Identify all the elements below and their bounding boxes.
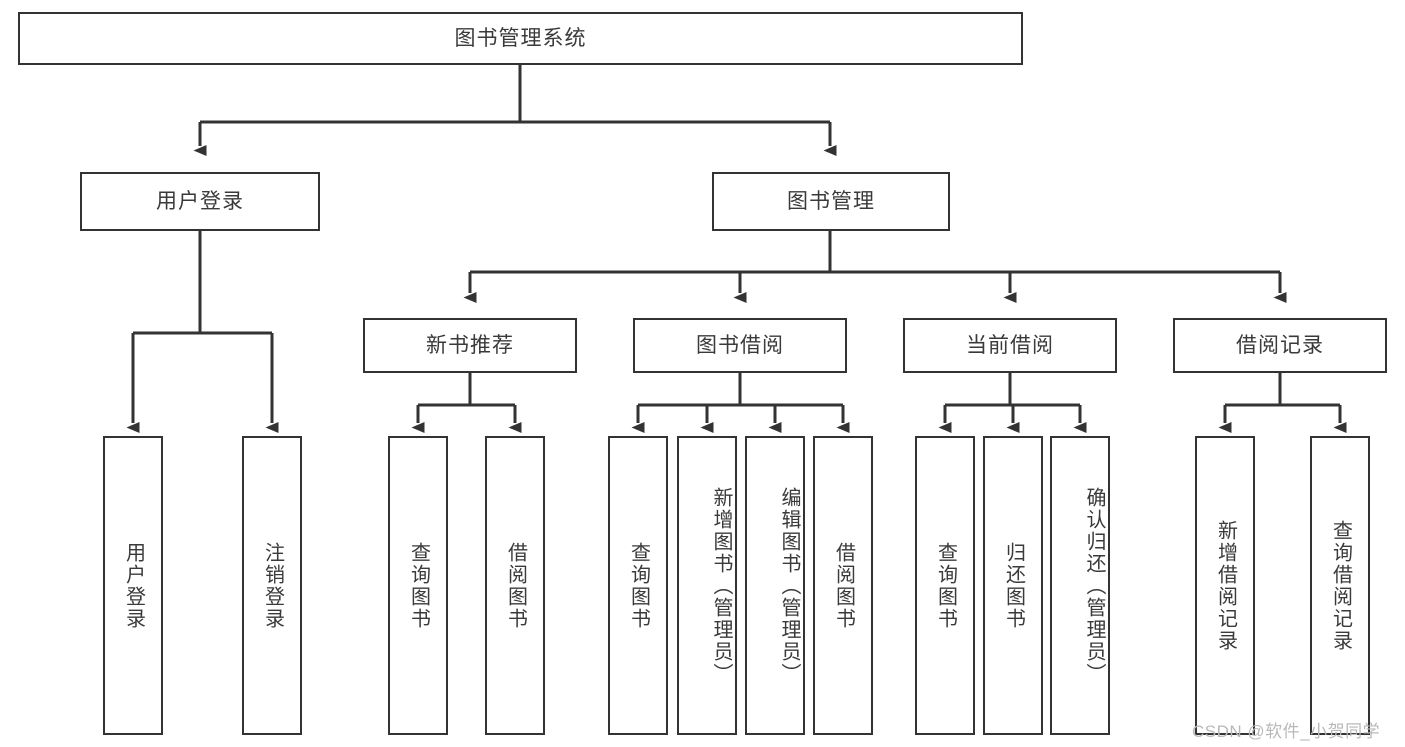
node-root-system[interactable]: 图书管理系统 <box>18 12 1023 65</box>
leaf-current-borrow-query-book[interactable]: 查询图书 <box>915 436 975 735</box>
leaf-current-borrow-confirm-return-admin[interactable]: 确认归还（管理员） <box>1050 436 1110 735</box>
leaf-book-borrow-add-book-admin[interactable]: 新增图书（管理员） <box>677 436 737 735</box>
node-borrow-record[interactable]: 借阅记录 <box>1173 318 1387 373</box>
node-book-borrow[interactable]: 图书借阅 <box>633 318 847 373</box>
node-book-management[interactable]: 图书管理 <box>712 172 950 231</box>
node-user-login[interactable]: 用户登录 <box>80 172 320 231</box>
node-current-borrow[interactable]: 当前借阅 <box>903 318 1117 373</box>
leaf-book-borrow-query-book[interactable]: 查询图书 <box>608 436 668 735</box>
leaf-new-book-borrow-book[interactable]: 借阅图书 <box>485 436 545 735</box>
leaf-current-borrow-return-book[interactable]: 归还图书 <box>983 436 1043 735</box>
leaf-borrow-record-query-record[interactable]: 查询借阅记录 <box>1310 436 1370 735</box>
csdn-watermark: CSDN @软件_小贺同学 <box>1192 722 1381 741</box>
leaf-book-borrow-borrow-book[interactable]: 借阅图书 <box>813 436 873 735</box>
leaf-book-borrow-edit-book-admin[interactable]: 编辑图书（管理员） <box>745 436 805 735</box>
leaf-borrow-record-add-record[interactable]: 新增借阅记录 <box>1195 436 1255 735</box>
leaf-new-book-query-book[interactable]: 查询图书 <box>388 436 448 735</box>
node-new-book-recommend[interactable]: 新书推荐 <box>363 318 577 373</box>
leaf-user-login-logout[interactable]: 注销登录 <box>242 436 302 735</box>
leaf-user-login-login[interactable]: 用户登录 <box>103 436 163 735</box>
